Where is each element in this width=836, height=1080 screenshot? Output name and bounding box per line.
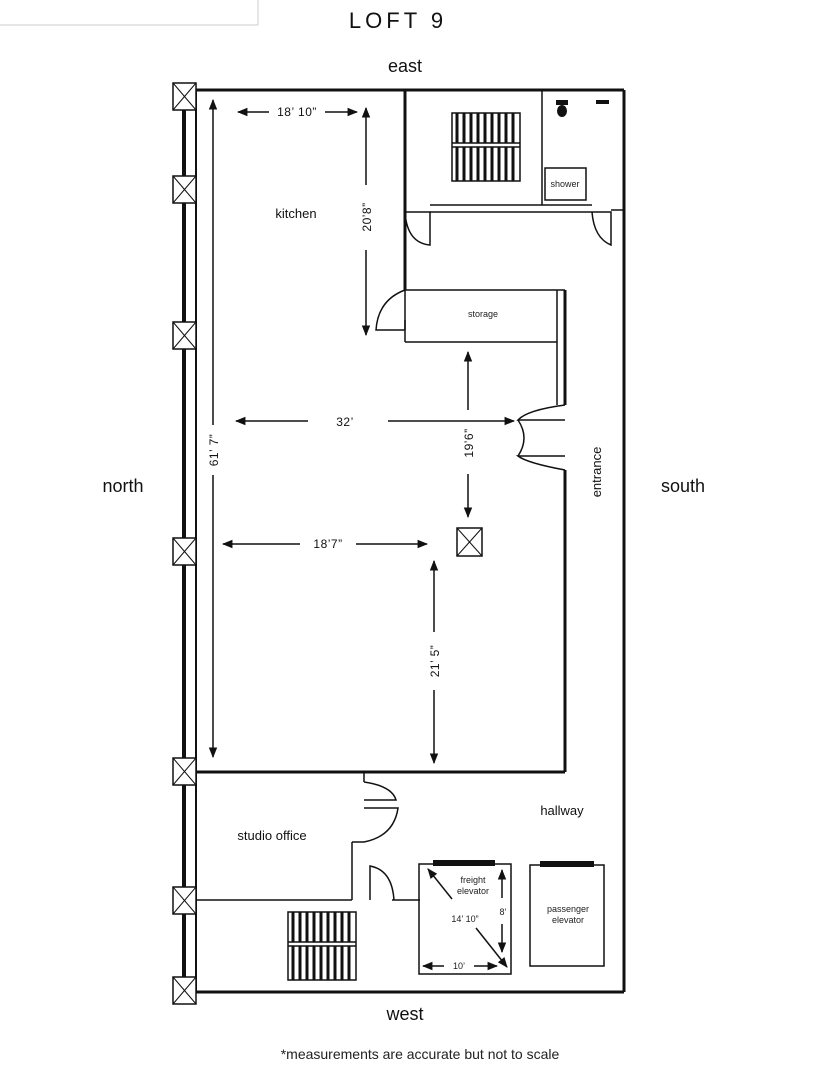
structural-columns: [172, 82, 483, 1005]
toilet-bowl-icon: [557, 105, 567, 117]
dim-total-length: 61’ 7”: [207, 434, 221, 467]
dim-lower-width: 18’7”: [313, 537, 342, 551]
dim-freight-diagonal: 14’ 10”: [451, 914, 478, 924]
freight-elevator: [418, 860, 512, 975]
room-hallway: hallway: [540, 803, 584, 818]
stairs-east: [451, 112, 521, 182]
room-entrance: entrance: [589, 447, 604, 498]
stairs-west: [287, 911, 357, 981]
shower-stall: [544, 167, 587, 201]
room-freight-elevator-1: freight: [460, 875, 486, 885]
room-passenger-elevator-1: passenger: [547, 904, 589, 914]
doors: [363, 211, 612, 901]
compass-south: south: [661, 476, 705, 496]
room-studio-office: studio office: [237, 828, 306, 843]
compass-east: east: [388, 56, 422, 76]
room-shower: shower: [550, 179, 579, 189]
interior-walls: [196, 90, 624, 901]
dim-main-width: 32’: [336, 415, 354, 429]
compass-west: west: [385, 1004, 423, 1024]
dim-kitchen-width: 18’ 10”: [277, 105, 317, 119]
dim-lower-depth: 21’ 5”: [428, 645, 442, 678]
room-freight-elevator-2: elevator: [457, 886, 489, 896]
dim-kitchen-depth: 20’8”: [360, 202, 374, 231]
room-storage: storage: [468, 309, 498, 319]
scale-note: *measurements are accurate but not to sc…: [281, 1046, 560, 1062]
passenger-elevator: [529, 861, 605, 967]
dimension-arrows: [208, 98, 516, 971]
page-title: LOFT 9: [349, 8, 447, 33]
dim-freight-depth: 8’: [499, 907, 506, 917]
compass-north: north: [102, 476, 143, 496]
room-passenger-elevator-2: elevator: [552, 915, 584, 925]
dim-center-depth: 19’6”: [462, 428, 476, 457]
bathroom-fixtures: [544, 100, 609, 201]
toilet-icon: [556, 100, 568, 105]
room-kitchen: kitchen: [275, 206, 316, 221]
sink-icon: [596, 100, 609, 104]
dim-freight-width: 10’: [453, 961, 465, 971]
